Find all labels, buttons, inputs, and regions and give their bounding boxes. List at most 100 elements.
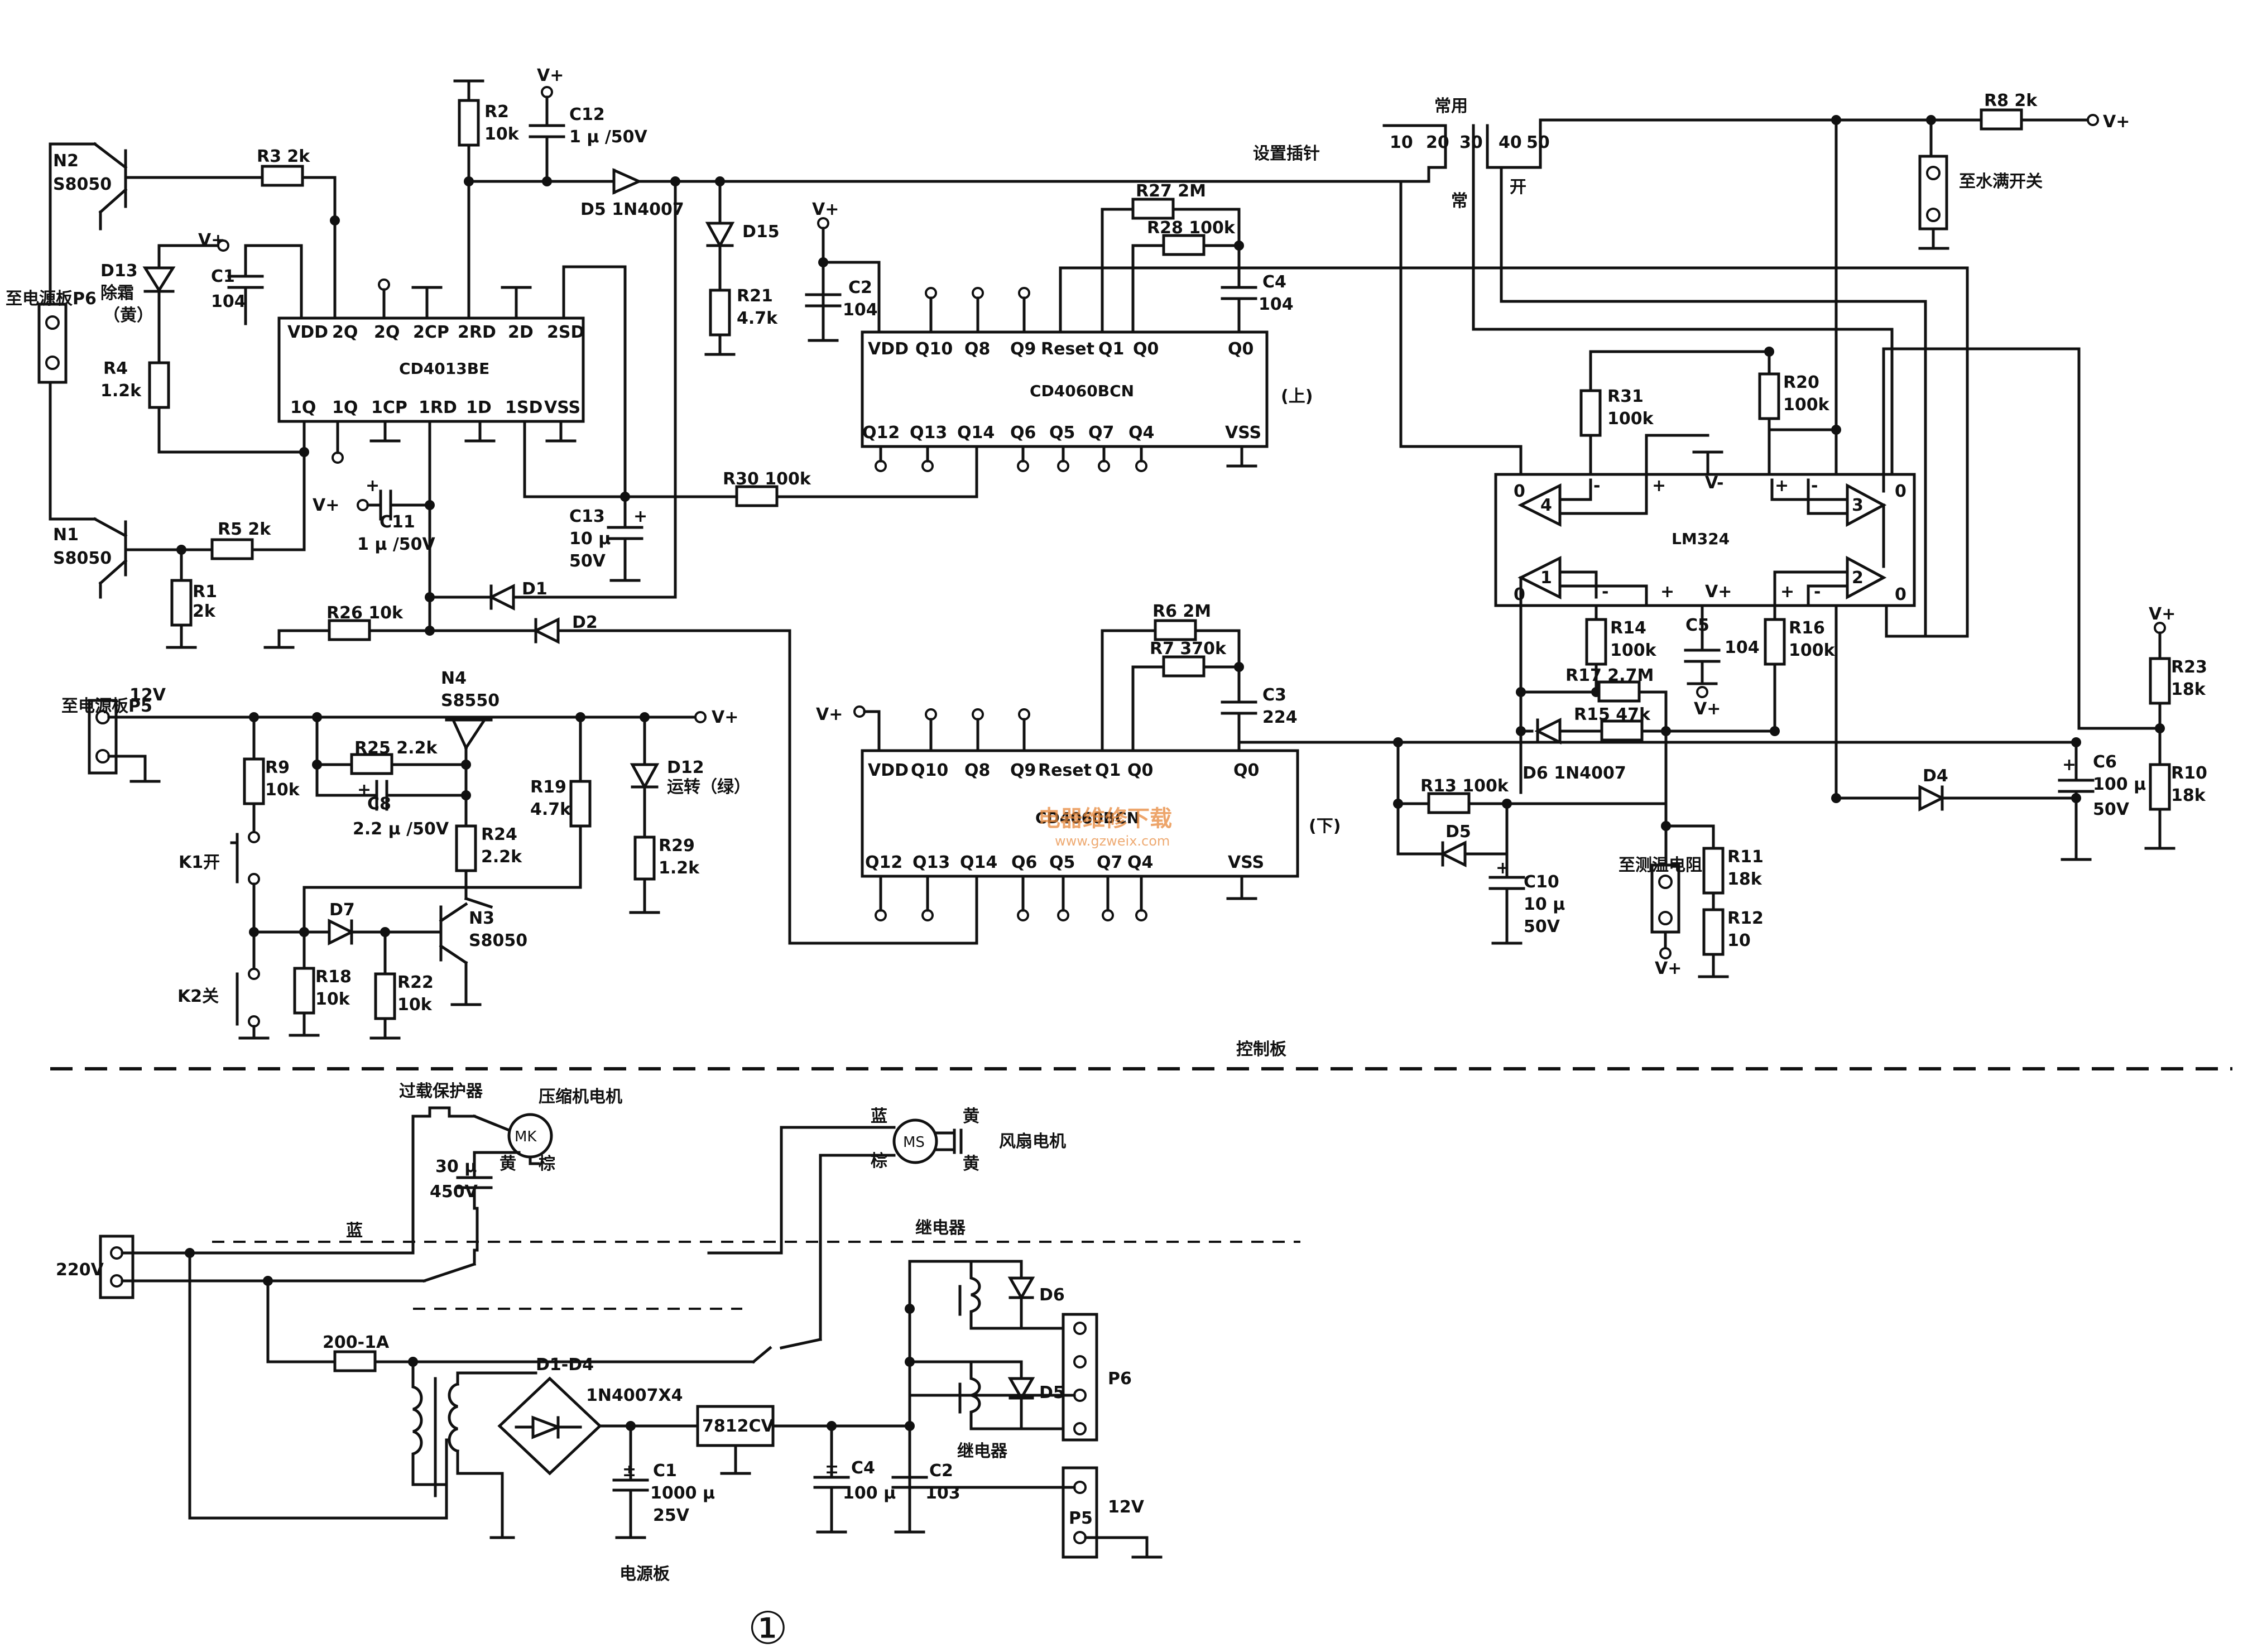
transistor-n4: N4 S8550 (441, 669, 500, 828)
svg-text:V+: V+ (812, 200, 839, 219)
svg-text:D5: D5 (1445, 822, 1471, 842)
svg-text:+: + (357, 780, 371, 800)
svg-text:C4: C4 (1262, 272, 1286, 292)
svg-text:（黄）: （黄） (103, 306, 153, 325)
svg-text:100 μ: 100 μ (843, 1483, 896, 1503)
svg-text:R3 2k: R3 2k (257, 147, 310, 166)
svg-text:10: 10 (1727, 931, 1751, 950)
svg-text:C5: C5 (1685, 616, 1709, 635)
svg-text:D6: D6 (1039, 1285, 1065, 1305)
svg-text:Q1: Q1 (1098, 339, 1124, 359)
svg-text:10: 10 (1390, 133, 1413, 152)
svg-text:CD4060BCN: CD4060BCN (1035, 809, 1140, 827)
svg-text:N3: N3 (469, 909, 494, 928)
svg-text:R11: R11 (1727, 847, 1764, 867)
svg-text:2CP: 2CP (413, 323, 449, 342)
svg-text:至水满开关: 至水满开关 (1959, 172, 2043, 191)
svg-text:R16: R16 (1789, 618, 1825, 638)
svg-text:C6: C6 (2093, 752, 2117, 772)
svg-text:C13: C13 (569, 507, 605, 526)
svg-text:220V: 220V (56, 1260, 104, 1280)
svg-text:V-: V- (1705, 473, 1724, 493)
svg-text:V+: V+ (1694, 699, 1721, 719)
svg-text:过载保护器: 过载保护器 (399, 1082, 483, 1101)
svg-text:18k: 18k (2171, 680, 2206, 699)
svg-text:R2: R2 (484, 102, 509, 122)
svg-text:50V: 50V (569, 551, 606, 571)
svg-text:1RD: 1RD (419, 398, 457, 417)
svg-text:-: - (1602, 582, 1608, 602)
svg-text:100 μ: 100 μ (2093, 775, 2146, 794)
svg-text:104: 104 (1725, 638, 1760, 657)
svg-text:+: + (1496, 858, 1510, 878)
svg-text:R30 100k: R30 100k (723, 469, 811, 489)
svg-text:R23: R23 (2171, 657, 2207, 677)
svg-text:4.7k: 4.7k (737, 309, 778, 328)
section-cd4013: 至电源板P6 N2 S8050 R3 2k N1 S8050 R5 (6, 66, 1403, 945)
svg-text:D15: D15 (742, 222, 780, 242)
svg-text:10 μ: 10 μ (1524, 895, 1565, 914)
svg-text:Q7: Q7 (1088, 423, 1114, 443)
svg-text:R17 2.7M: R17 2.7M (1565, 666, 1654, 685)
svg-text:10k: 10k (397, 995, 433, 1015)
svg-text:Q10: Q10 (915, 339, 953, 359)
svg-text:(上): (上) (1281, 387, 1313, 406)
transistor-n3: N3 S8050 (439, 902, 527, 1006)
svg-text:V+: V+ (537, 66, 564, 85)
svg-text:+: + (1775, 476, 1789, 496)
svg-text:1Q: 1Q (290, 398, 316, 417)
svg-text:1.2k: 1.2k (659, 858, 700, 878)
svg-text:Q8: Q8 (964, 339, 990, 359)
svg-text:Q9: Q9 (1010, 339, 1036, 359)
p6-power-connector (1062, 1313, 1098, 1442)
svg-text:常用: 常用 (1434, 97, 1468, 116)
svg-text:Q0: Q0 (1228, 339, 1254, 359)
svg-text:104: 104 (843, 300, 878, 320)
svg-text:CD4060BCN: CD4060BCN (1030, 382, 1134, 400)
svg-text:R18: R18 (315, 967, 352, 987)
svg-text:R13 100k: R13 100k (1420, 776, 1509, 796)
svg-text:运转（绿）: 运转（绿） (667, 777, 751, 797)
svg-text:±: ± (825, 1458, 839, 1478)
svg-text:10k: 10k (265, 780, 300, 800)
svg-text:-: - (1811, 476, 1818, 496)
svg-text:10 μ: 10 μ (569, 529, 611, 549)
svg-text:12V: 12V (1108, 1497, 1145, 1517)
svg-text:2Q: 2Q (332, 323, 358, 342)
section-cd4060-upper: V+ C2 104 VDD Q10 Q8 Q9 Reset Q1 Q0 Q0 Q… (805, 181, 1969, 638)
svg-text:R4: R4 (103, 359, 128, 378)
svg-text:R27 2M: R27 2M (1136, 181, 1206, 201)
svg-text:K2关: K2关 (177, 987, 219, 1006)
svg-text:Q14: Q14 (960, 853, 997, 872)
svg-text:VDD: VDD (868, 339, 909, 359)
svg-text:Reset: Reset (1041, 339, 1094, 359)
svg-text:10k: 10k (484, 124, 520, 144)
svg-text:R7 370k: R7 370k (1150, 639, 1227, 659)
svg-text:R5 2k: R5 2k (218, 520, 271, 539)
svg-text:K1开: K1开 (179, 853, 220, 872)
svg-text:1SD: 1SD (505, 398, 542, 417)
svg-text:100k: 100k (1610, 641, 1657, 660)
fan-motor (892, 1118, 938, 1164)
svg-text:Q13: Q13 (913, 853, 950, 872)
svg-text:C11: C11 (380, 512, 415, 532)
svg-text:N4: N4 (441, 669, 467, 688)
svg-text:S8050: S8050 (53, 549, 112, 568)
svg-text:V+: V+ (313, 496, 339, 515)
transistor-n2: N2 S8050 (53, 142, 128, 230)
svg-text:N2: N2 (53, 151, 79, 171)
svg-text:LM324: LM324 (1672, 530, 1730, 548)
svg-text:V+: V+ (2149, 604, 2175, 624)
svg-text:50: 50 (1526, 133, 1550, 152)
svg-text:P5: P5 (1069, 1509, 1093, 1528)
svg-text:R9: R9 (265, 758, 290, 777)
svg-text:30: 30 (1459, 133, 1483, 152)
svg-text:风扇电机: 风扇电机 (999, 1132, 1066, 1151)
section-lm324: 设置插针 常用 10 20 30 40 50 常 开 R8 2k V+ 至水满开… (1253, 91, 2207, 978)
svg-text:1CP: 1CP (371, 398, 407, 417)
svg-text:黄: 黄 (963, 1107, 979, 1126)
svg-text:R25 2.2k: R25 2.2k (354, 738, 438, 758)
svg-text:R19: R19 (530, 777, 566, 797)
svg-text:100k: 100k (1783, 395, 1830, 415)
svg-text:104: 104 (1259, 295, 1294, 314)
